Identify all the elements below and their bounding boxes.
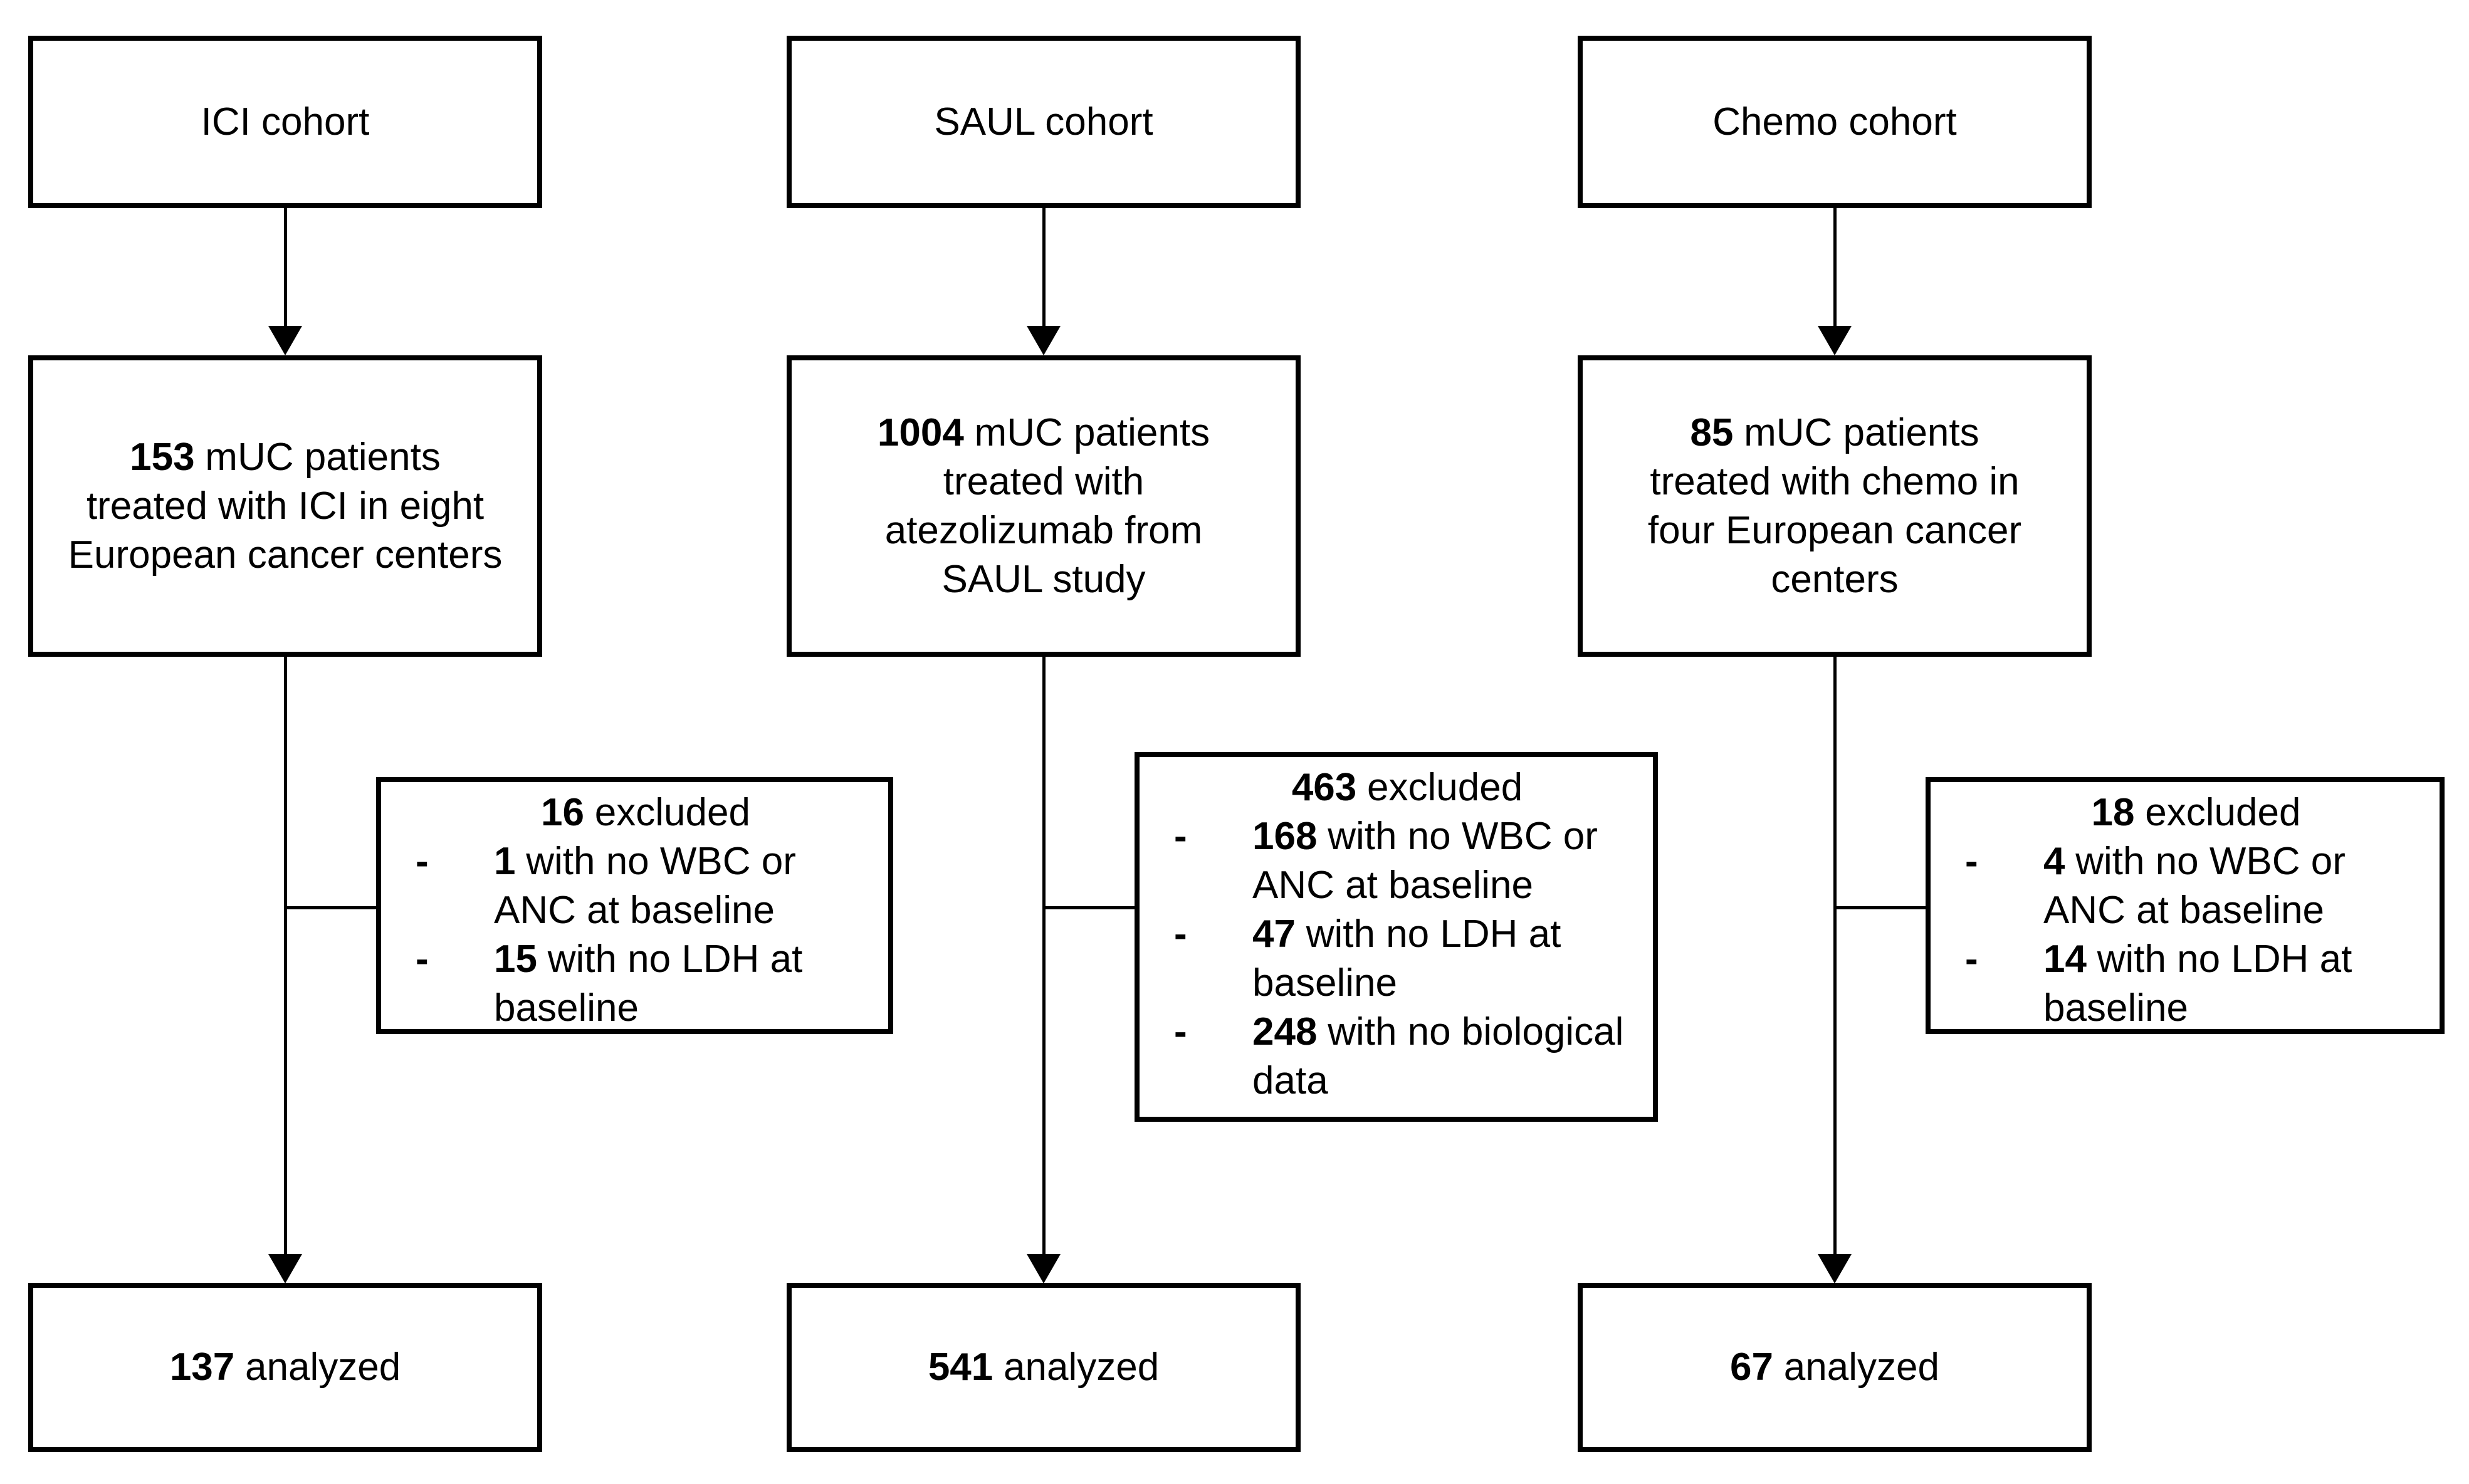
- analyzed-text: 541 analyzed: [928, 1343, 1159, 1392]
- excluded-label: excluded: [1367, 766, 1523, 809]
- analyzed-count: 67: [1730, 1346, 1774, 1389]
- enrolled-count: 85: [1690, 410, 1734, 454]
- analyzed-count: 541: [928, 1346, 993, 1389]
- saul-analyzed-box: 541 analyzed: [787, 1283, 1301, 1452]
- arrow-down-icon: [1818, 326, 1852, 355]
- reason-count: 168: [1252, 815, 1318, 858]
- reason-count: 1: [494, 840, 516, 883]
- chemo-cohort-title-box: Chemo cohort: [1578, 36, 2092, 208]
- arrow-down-icon: [268, 326, 302, 355]
- excluded-count: 463: [1291, 766, 1357, 809]
- excluded-count: 18: [2091, 791, 2135, 834]
- reason-count: 4: [2043, 840, 2065, 883]
- analyzed-label: analyzed: [1004, 1346, 1160, 1389]
- arrow-down-icon: [1818, 1254, 1852, 1283]
- connector-line: [1044, 906, 1135, 909]
- arrow-down-icon: [1027, 1254, 1061, 1283]
- connector-line: [284, 657, 287, 1255]
- bullet-dash-icon: -: [1174, 815, 1187, 858]
- reason-count: 14: [2043, 938, 2087, 981]
- enrolled-count: 153: [130, 435, 195, 479]
- cohort-title: SAUL cohort: [934, 100, 1153, 144]
- reason-text: with no LDH at baseline: [2043, 938, 2352, 1030]
- bullet-dash-icon: -: [416, 840, 429, 883]
- connector-line: [1833, 657, 1837, 1255]
- analyzed-label: analyzed: [1783, 1346, 1939, 1389]
- reason-text: with no WBC or ANC at baseline: [1252, 815, 1598, 907]
- enrolled-desc: mUC patients treated with chemo in four …: [1647, 410, 2022, 601]
- analyzed-count: 137: [169, 1346, 235, 1389]
- arrow-down-icon: [268, 1254, 302, 1283]
- enrolled-count: 1004: [877, 410, 964, 454]
- ici-cohort-title-box: ICI cohort: [28, 36, 542, 208]
- excluded-label: excluded: [2145, 791, 2301, 834]
- connector-line: [1835, 906, 1926, 909]
- cohort-title: Chemo cohort: [1712, 100, 1957, 144]
- connector-line: [1042, 657, 1046, 1255]
- reason-text: with no WBC or ANC at baseline: [2043, 840, 2346, 932]
- bullet-dash-icon: -: [416, 938, 429, 981]
- reason-text: with no LDH at baseline: [494, 938, 803, 1030]
- reason-count: 15: [494, 938, 537, 981]
- enrolled-desc: mUC patients treated with atezolizumab f…: [884, 410, 1210, 601]
- reason-text: with no biological data: [1252, 1010, 1624, 1102]
- connector-line: [1042, 208, 1046, 327]
- reason-count: 248: [1252, 1010, 1318, 1053]
- connector-line: [1833, 208, 1837, 327]
- analyzed-label: analyzed: [245, 1346, 401, 1389]
- bullet-dash-icon: -: [1174, 1010, 1187, 1053]
- enrolled-desc: mUC patients treated with ICI in eight E…: [68, 435, 503, 577]
- arrow-down-icon: [1027, 326, 1061, 355]
- connector-line: [284, 208, 287, 327]
- cohort-title: ICI cohort: [201, 100, 370, 144]
- excluded-label: excluded: [594, 791, 750, 834]
- reason-text: with no LDH at baseline: [1252, 912, 1561, 1005]
- reason-count: 47: [1252, 912, 1296, 956]
- bullet-dash-icon: -: [1965, 840, 1978, 883]
- reason-text: with no WBC or ANC at baseline: [494, 840, 796, 932]
- connector-line: [285, 906, 376, 909]
- bullet-dash-icon: -: [1965, 938, 1978, 981]
- bullet-dash-icon: -: [1174, 912, 1187, 956]
- excluded-count: 16: [541, 791, 585, 834]
- saul-cohort-title-box: SAUL cohort: [787, 36, 1301, 208]
